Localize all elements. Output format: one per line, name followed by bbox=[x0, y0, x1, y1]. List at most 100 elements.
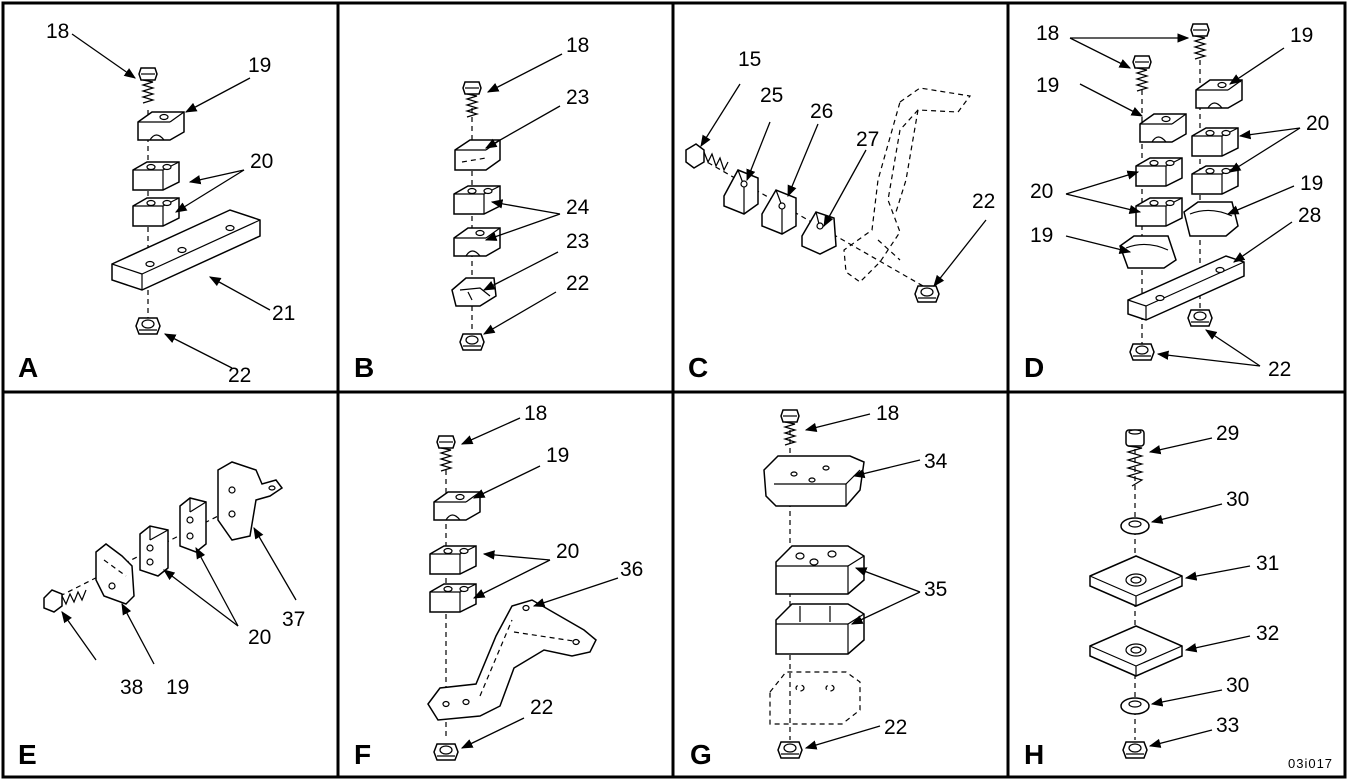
panel-letter: B bbox=[354, 352, 374, 383]
callout-33: 33 bbox=[1216, 714, 1239, 737]
callout-24: 24 bbox=[566, 196, 590, 219]
nut-drawing bbox=[777, 741, 803, 759]
callout-35: 35 bbox=[924, 578, 947, 601]
block-drawing bbox=[1191, 165, 1239, 195]
spacer-drawing bbox=[723, 169, 759, 215]
callout-22: 22 bbox=[972, 190, 995, 213]
callout-20: 20 bbox=[248, 626, 271, 649]
callout-22: 22 bbox=[566, 272, 589, 295]
callout-21: 21 bbox=[272, 302, 295, 325]
clamp-drawing bbox=[1195, 79, 1243, 109]
panel-letter: F bbox=[354, 739, 371, 770]
spacer-drawing bbox=[451, 277, 497, 307]
pad-drawing bbox=[775, 603, 865, 655]
callout-18: 18 bbox=[876, 402, 899, 425]
nut-drawing bbox=[1129, 343, 1155, 361]
callout-18: 18 bbox=[46, 20, 69, 43]
panel-letter: E bbox=[18, 739, 37, 770]
bracket-drawing bbox=[217, 461, 284, 541]
bolt-drawing bbox=[1132, 55, 1152, 92]
panel-letter: A bbox=[18, 352, 38, 383]
panel-e: 37 20 38 19 E bbox=[18, 461, 305, 770]
callout-37: 37 bbox=[282, 608, 305, 631]
mount-plate-drawing bbox=[1089, 555, 1183, 607]
clamp-drawing bbox=[453, 227, 501, 257]
panel-letter: G bbox=[690, 739, 712, 770]
callout-19: 19 bbox=[166, 676, 189, 699]
callout-19: 19 bbox=[248, 54, 271, 77]
callout-30: 30 bbox=[1226, 674, 1249, 697]
callout-26: 26 bbox=[810, 100, 833, 123]
block-drawing bbox=[1135, 197, 1183, 227]
plate-drawing bbox=[95, 543, 135, 605]
clamp-drawing bbox=[1139, 113, 1187, 143]
panel-h: 29 30 31 32 30 33 H 03i017 bbox=[1024, 422, 1333, 771]
washer-drawing bbox=[1120, 517, 1150, 535]
clamp-drawing bbox=[137, 111, 185, 141]
callout-31: 31 bbox=[1256, 552, 1279, 575]
callout-15: 15 bbox=[738, 48, 761, 71]
callout-22: 22 bbox=[884, 716, 907, 739]
washer-drawing bbox=[1120, 697, 1150, 715]
callout-20: 20 bbox=[1306, 112, 1329, 135]
spacer-drawing bbox=[761, 189, 797, 235]
nut-drawing bbox=[914, 285, 940, 303]
callout-23: 23 bbox=[566, 86, 589, 109]
pad-dashed-drawing bbox=[769, 671, 861, 725]
callout-19: 19 bbox=[1036, 74, 1059, 97]
callout-29: 29 bbox=[1216, 422, 1239, 445]
callout-36: 36 bbox=[620, 558, 643, 581]
callout-22: 22 bbox=[530, 696, 553, 719]
nut-drawing bbox=[1122, 741, 1148, 759]
callout-20: 20 bbox=[250, 150, 273, 173]
callout-18: 18 bbox=[566, 34, 589, 57]
saddle-drawing bbox=[1183, 201, 1239, 237]
callout-23: 23 bbox=[566, 230, 589, 253]
callout-30: 30 bbox=[1226, 488, 1249, 511]
callout-19: 19 bbox=[1300, 172, 1323, 195]
spacer-drawing bbox=[801, 211, 837, 255]
block-drawing bbox=[1135, 157, 1183, 187]
panel-letter: D bbox=[1024, 352, 1044, 383]
callout-20: 20 bbox=[556, 540, 579, 563]
panel-letter: C bbox=[688, 352, 708, 383]
panel-a: 18 19 20 21 22 A bbox=[18, 20, 295, 387]
block-drawing bbox=[1191, 127, 1239, 157]
callout-38: 38 bbox=[120, 676, 143, 699]
panel-f: 18 19 20 36 22 F bbox=[354, 402, 643, 770]
callout-20: 20 bbox=[1030, 180, 1053, 203]
block-drawing bbox=[429, 583, 477, 613]
panel-b: 18 23 24 23 22 B bbox=[354, 34, 590, 383]
nut-drawing bbox=[1187, 309, 1213, 327]
callout-32: 32 bbox=[1256, 622, 1279, 645]
block-drawing bbox=[179, 497, 207, 553]
callout-19: 19 bbox=[1290, 24, 1313, 47]
block-drawing bbox=[132, 197, 180, 227]
callout-18: 18 bbox=[1036, 22, 1059, 45]
panel-c: 15 25 26 27 22 C bbox=[685, 48, 995, 383]
panel-letter: H bbox=[1024, 739, 1044, 770]
callout-34: 34 bbox=[924, 450, 948, 473]
bolt-drawing bbox=[138, 67, 158, 104]
bolt-drawing bbox=[43, 589, 87, 613]
callout-22: 22 bbox=[1268, 358, 1291, 381]
plate-drawing bbox=[1127, 255, 1245, 321]
panel-g: 18 34 35 22 G bbox=[690, 402, 948, 770]
callout-28: 28 bbox=[1298, 204, 1321, 227]
block-drawing bbox=[139, 525, 169, 577]
channel-plate-drawing bbox=[763, 455, 865, 507]
bracket-plate-drawing bbox=[427, 599, 597, 721]
bolt-drawing bbox=[685, 143, 729, 172]
callout-25: 25 bbox=[760, 84, 783, 107]
callout-19: 19 bbox=[546, 444, 569, 467]
callout-18: 18 bbox=[524, 402, 547, 425]
callout-22: 22 bbox=[228, 364, 251, 387]
nut-drawing bbox=[433, 743, 459, 761]
figure-code: 03i017 bbox=[1288, 756, 1333, 771]
nut-drawing bbox=[459, 333, 485, 351]
nut-drawing bbox=[135, 317, 161, 335]
cap-screw-drawing bbox=[1125, 429, 1145, 487]
clamp-drawing bbox=[433, 491, 481, 521]
callout-27: 27 bbox=[856, 128, 879, 151]
